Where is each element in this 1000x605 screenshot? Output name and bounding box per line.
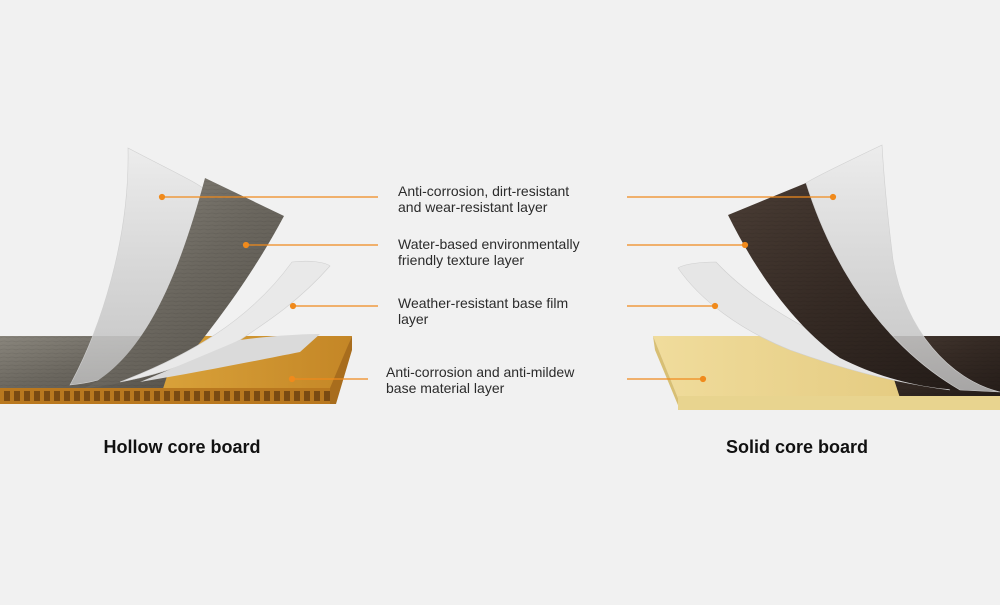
- hollow-cell: [194, 391, 200, 401]
- hollow-cell: [224, 391, 230, 401]
- hollow-cell: [4, 391, 10, 401]
- hollow-cell: [164, 391, 170, 401]
- hollow-core-board: [0, 147, 352, 404]
- leader-lines: [158, 193, 837, 383]
- label-wear-resistant-layer: Anti-corrosion, dirt-resistant and wear-…: [398, 183, 570, 215]
- hollow-cell: [254, 391, 260, 401]
- hollow-cell: [114, 391, 120, 401]
- hollow-cell: [244, 391, 250, 401]
- hollow-cell: [134, 391, 140, 401]
- leader-dot-left-3: [289, 302, 297, 310]
- leader-dot-right-2: [741, 241, 749, 249]
- hollow-cell: [184, 391, 190, 401]
- label-base-film-layer: Weather-resistant base film layer: [398, 295, 569, 327]
- hollow-cell: [264, 391, 270, 401]
- label-base-material-layer: Anti-corrosion and anti-mildew base mate…: [386, 364, 575, 396]
- hollow-cell: [14, 391, 20, 401]
- hollow-cell: [124, 391, 130, 401]
- hollow-cell: [74, 391, 80, 401]
- hollow-cell: [24, 391, 30, 401]
- hollow-cell: [214, 391, 220, 401]
- hollow-cell: [154, 391, 160, 401]
- hollow-cell: [34, 391, 40, 401]
- hollow-cell: [304, 391, 310, 401]
- solid-core-board-title: Solid core board: [725, 437, 869, 457]
- solid-core-edge: [678, 396, 1000, 410]
- leader-dot-left-4: [288, 375, 296, 383]
- hollow-cell: [104, 391, 110, 401]
- leader-dot-right-3: [711, 302, 719, 310]
- solid-core-board: [653, 144, 1000, 410]
- hollow-cell: [294, 391, 300, 401]
- hollow-cell: [204, 391, 210, 401]
- hollow-cell: [234, 391, 240, 401]
- hollow-core-board-title: Hollow core board: [103, 437, 261, 457]
- leader-dot-right-1: [829, 193, 837, 201]
- leader-dot-left-1: [158, 193, 166, 201]
- leader-dot-right-4: [699, 375, 707, 383]
- hollow-cell: [284, 391, 290, 401]
- hollow-core-cells: [4, 391, 330, 401]
- hollow-cell: [144, 391, 150, 401]
- hollow-cell: [64, 391, 70, 401]
- leader-dot-left-2: [242, 241, 250, 249]
- hollow-cell: [84, 391, 90, 401]
- hollow-cell: [274, 391, 280, 401]
- hollow-cell: [324, 391, 330, 401]
- hollow-cell: [174, 391, 180, 401]
- solid-clear-film: [805, 144, 1000, 393]
- hollow-cell: [314, 391, 320, 401]
- hollow-cell: [94, 391, 100, 401]
- hollow-cell: [54, 391, 60, 401]
- hollow-cell: [44, 391, 50, 401]
- label-texture-layer: Water-based environmentally friendly tex…: [398, 236, 580, 268]
